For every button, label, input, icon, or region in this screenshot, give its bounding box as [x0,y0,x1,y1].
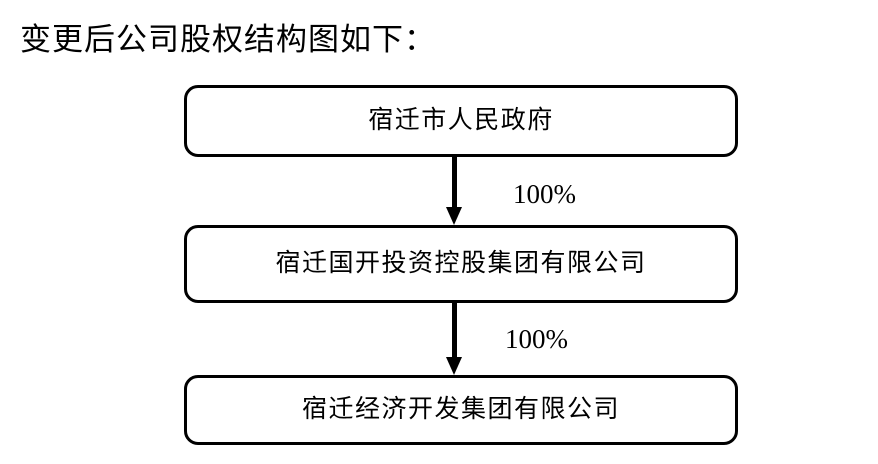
connector-arrow-gov-to-mid [445,157,465,225]
ownership-percentage-label-2: 100% [505,324,568,354]
org-node-development-group: 宿迁经济开发集团有限公司 [184,375,738,445]
ownership-percentage-label-1: 100% [513,179,576,209]
org-node-label: 宿迁经济开发集团有限公司 [301,396,620,423]
arrow-head-down-icon [446,357,462,375]
org-node-government: 宿迁市人民政府 [184,85,738,157]
page-title: 变更后公司股权结构图如下： [20,22,436,57]
org-node-label: 宿迁市人民政府 [368,107,554,134]
arrow-head-down-icon [446,207,462,225]
connector-arrow-mid-to-bot [445,303,465,375]
arrow-shaft [452,303,457,359]
arrow-shaft [452,157,457,209]
org-node-holding-group: 宿迁国开投资控股集团有限公司 [184,225,738,303]
org-node-label: 宿迁国开投资控股集团有限公司 [275,250,647,277]
